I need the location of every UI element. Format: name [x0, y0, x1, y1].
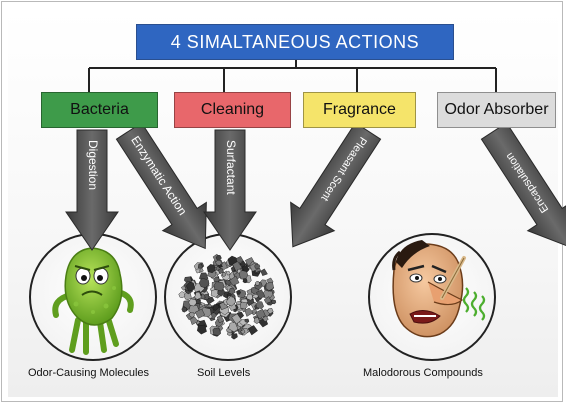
- arrow-digestion: Digestion: [65, 129, 119, 251]
- disgusted-face-illustration: [392, 240, 486, 338]
- arrow-surfactant: Surfactant: [203, 129, 257, 251]
- connector-lines: [88, 60, 497, 92]
- diagram-title: 4 SIMALTANEOUS ACTIONS: [136, 24, 454, 60]
- category-fragrance: Fragrance: [303, 92, 416, 128]
- arrow-scent: Pleasant Scent: [290, 122, 382, 248]
- germ-illustration: [52, 247, 134, 355]
- caption-odor-molecules: Odor-Causing Molecules: [28, 367, 150, 379]
- arrow-encapsulation: Encapsulation: [480, 122, 566, 248]
- caption-malodorous: Malodorous Compounds: [363, 367, 483, 379]
- arrow-label-digestion: Digestion: [86, 140, 100, 190]
- caption-soil-levels: Soil Levels: [197, 367, 251, 379]
- arrow-label-surfactant: Surfactant: [224, 140, 238, 195]
- category-bacteria: Bacteria: [41, 92, 158, 128]
- category-cleaning: Cleaning: [174, 92, 291, 128]
- category-odor-absorber: Odor Absorber: [437, 92, 556, 128]
- soil-particles-illustration: [178, 253, 277, 340]
